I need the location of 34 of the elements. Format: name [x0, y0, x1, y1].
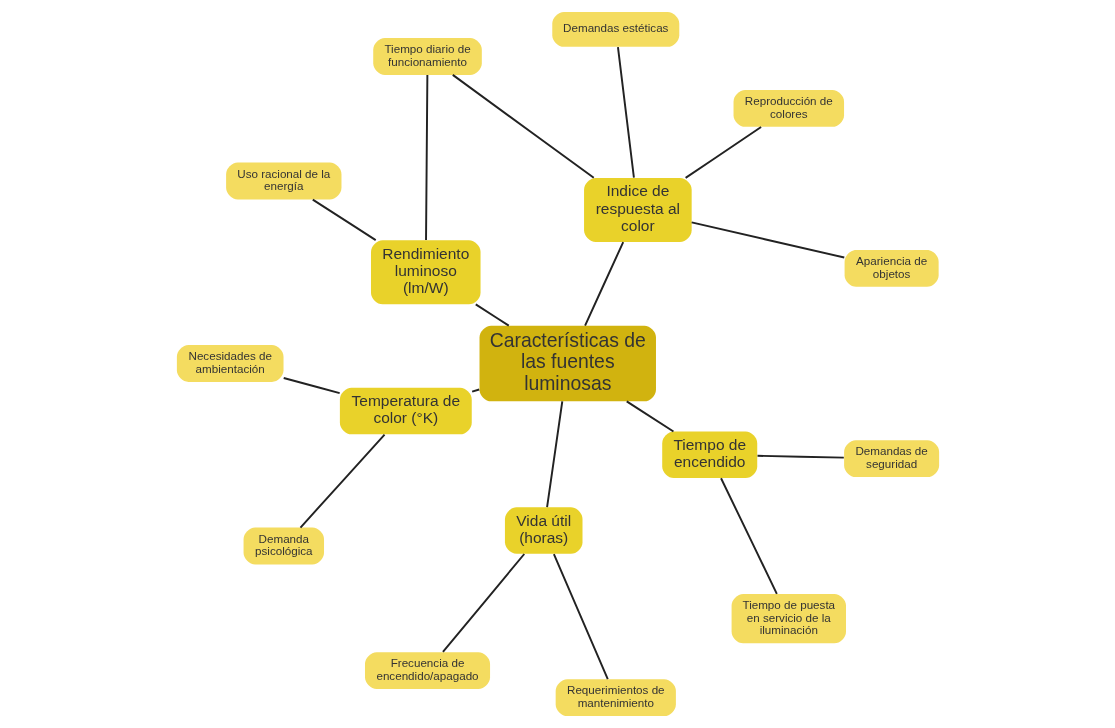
connector — [690, 221, 845, 259]
connector — [684, 126, 762, 179]
node-box: Apariencia de objetos — [844, 250, 939, 287]
node-box: Reproducción de colores — [733, 90, 844, 127]
node-box: Demanda psicológica — [243, 527, 324, 565]
node-box: Demandas de seguridad — [843, 440, 939, 478]
node-box: Demandas estéticas — [551, 11, 679, 47]
node-box: Uso racional de la energía — [225, 162, 341, 200]
connector — [424, 74, 428, 241]
connector — [474, 303, 510, 327]
connector — [583, 241, 624, 327]
node-box: Vida útil (horas) — [504, 507, 582, 554]
connector — [282, 377, 341, 395]
connector — [299, 433, 386, 529]
connector — [441, 553, 525, 653]
node-box: Frecuencia de encendido/apagado — [364, 652, 490, 689]
connector — [552, 553, 609, 680]
node-box: Características de las fuentes luminosas — [479, 325, 656, 402]
connector — [451, 73, 595, 179]
connector — [756, 454, 845, 459]
connector — [311, 198, 377, 242]
node-box: Temperatura de color (°K) — [339, 387, 472, 435]
connector — [625, 400, 674, 433]
connector — [470, 388, 480, 393]
connector — [616, 46, 635, 179]
connector — [719, 477, 778, 595]
node-box: Tiempo de puesta en servicio de la iluminación — [731, 593, 846, 644]
connector — [545, 400, 563, 509]
node-box: Requerimientos de mantenimiento — [555, 679, 676, 717]
node-box: Necesidades de ambientación — [176, 345, 284, 382]
node-box: Rendimiento luminoso (lm/W) — [370, 240, 481, 305]
node-box: Indice de respuesta al color — [583, 178, 692, 242]
node-box: Tiempo diario de funcionamiento — [372, 38, 482, 75]
node-box: Tiempo de encendido — [661, 431, 757, 479]
